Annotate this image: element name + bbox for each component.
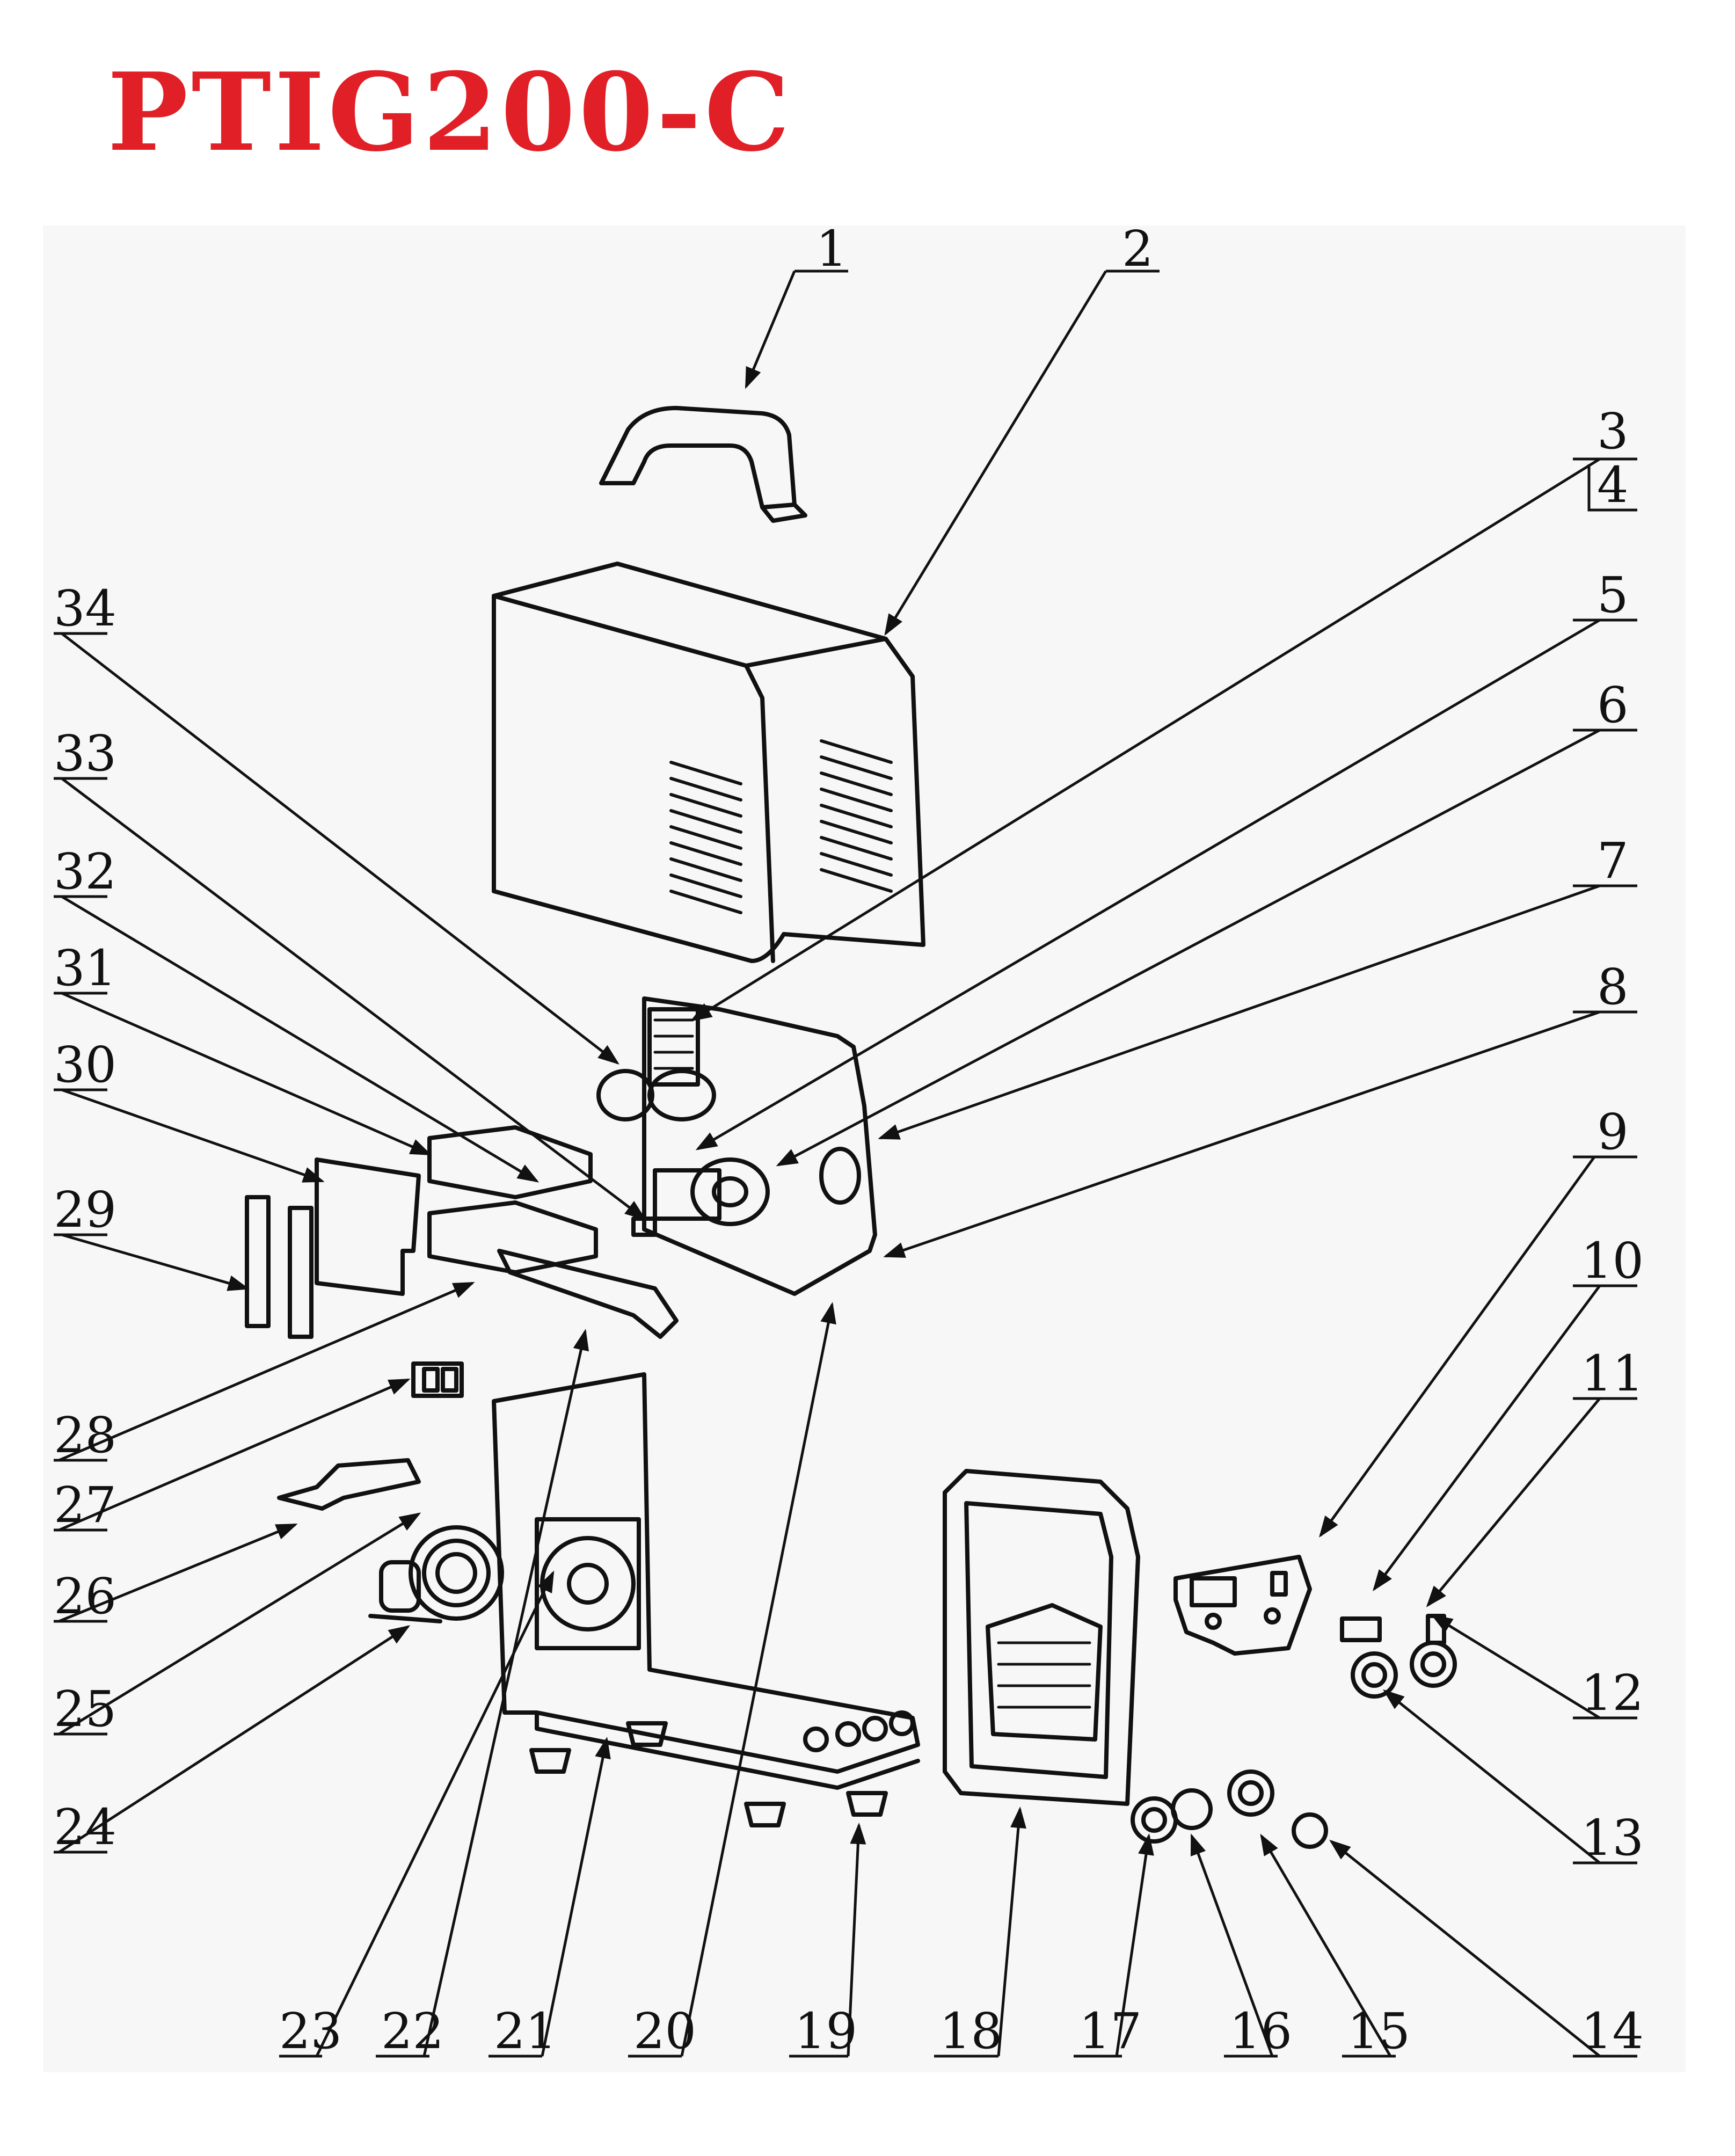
callout-9: 9 — [1597, 1103, 1629, 1161]
callout-23: 23 — [279, 2002, 342, 2060]
callout-20: 20 — [633, 2002, 696, 2060]
callout-33: 33 — [54, 725, 116, 782]
callout-27: 27 — [54, 1476, 116, 1534]
callout-24: 24 — [54, 1798, 116, 1856]
callout-22: 22 — [381, 2002, 444, 2060]
callout-25: 25 — [54, 1680, 116, 1738]
callout-4: 4 — [1597, 456, 1629, 514]
insulation-plate-part — [315, 1157, 421, 1296]
callout-11: 11 — [1581, 1345, 1644, 1402]
callout-15: 15 — [1347, 2002, 1410, 2060]
fan-guard-part — [409, 1525, 504, 1621]
callout-3: 3 — [1597, 403, 1629, 460]
supports-part — [245, 1195, 314, 1339]
heat-sink-part — [427, 1125, 679, 1339]
callout-28: 28 — [54, 1407, 116, 1464]
handle-part — [599, 406, 807, 523]
callout-19: 19 — [794, 2002, 857, 2060]
diagram-title: PTIG200-C — [107, 49, 793, 176]
callout-7: 7 — [1597, 832, 1629, 890]
top-cover-part — [492, 562, 925, 963]
callout-8: 8 — [1597, 958, 1629, 1016]
solenoid-valve-part — [368, 1560, 442, 1623]
callout-1: 1 — [816, 220, 848, 278]
callout-21: 21 — [494, 2002, 557, 2060]
callout-17: 17 — [1079, 2002, 1142, 2060]
callout-2: 2 — [1122, 220, 1154, 278]
cable-connector-part — [277, 1458, 421, 1511]
callout-14: 14 — [1581, 2002, 1644, 2060]
callout-18: 18 — [939, 2002, 1002, 2060]
callout-5: 5 — [1597, 566, 1629, 624]
terminals-part — [1131, 1769, 1328, 1849]
callout-26: 26 — [54, 1568, 116, 1625]
power-switch-part — [411, 1361, 464, 1398]
callout-12: 12 — [1581, 1664, 1644, 1722]
callout-13: 13 — [1581, 1809, 1644, 1867]
callout-10: 10 — [1581, 1232, 1644, 1290]
callout-30: 30 — [54, 1036, 116, 1094]
callout-31: 31 — [54, 939, 116, 997]
callout-32: 32 — [54, 843, 116, 900]
callout-29: 29 — [54, 1181, 116, 1239]
callout-6: 6 — [1597, 676, 1629, 734]
callout-34: 34 — [54, 580, 116, 637]
main-board-part — [596, 996, 877, 1296]
panel-board-part — [1173, 1555, 1312, 1656]
controls-part — [1340, 1614, 1457, 1699]
chassis-part — [492, 1372, 920, 1827]
front-bezel-part — [943, 1469, 1140, 1806]
callout-16: 16 — [1229, 2002, 1292, 2060]
